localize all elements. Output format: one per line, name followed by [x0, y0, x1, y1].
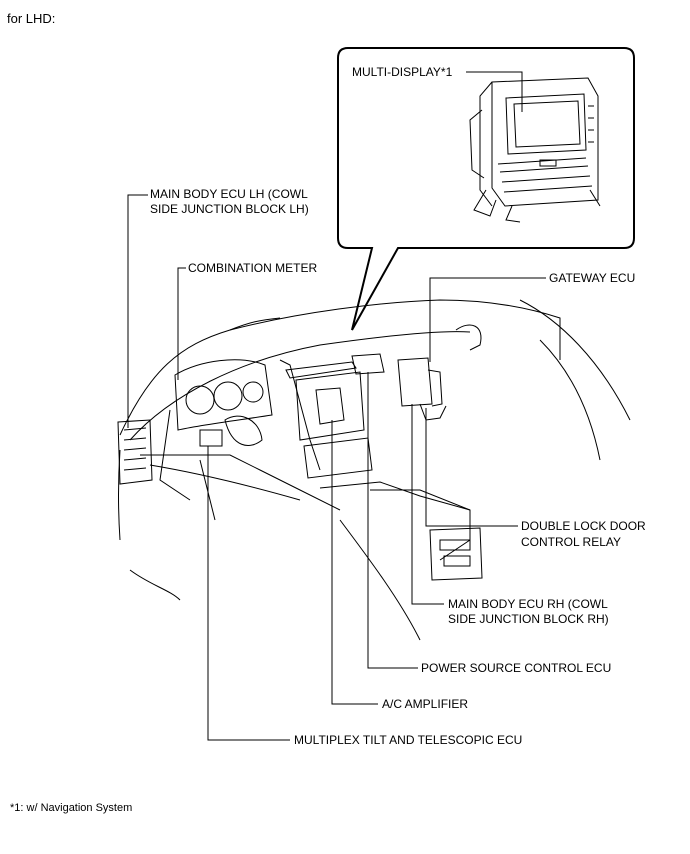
leader-ac-amplifier: [331, 420, 378, 705]
label-double-lock-relay-1: DOUBLE LOCK DOOR: [521, 519, 646, 533]
multi-display-callout-box: [337, 47, 635, 331]
label-multiplex-tilt-ecu: MULTIPLEX TILT AND TELESCOPIC ECU: [294, 733, 523, 747]
label-ac-amplifier: A/C AMPLIFIER: [382, 697, 469, 711]
ac-amplifier-shape: [315, 387, 345, 425]
power-source-ecu-shape: [351, 353, 385, 375]
main-body-ecu-lh-shape: [117, 419, 153, 485]
leader-combination-meter: [177, 267, 186, 380]
label-main-body-ecu-rh-2: SIDE JUNCTION BLOCK RH): [448, 612, 609, 626]
label-main-body-ecu-lh-1: MAIN BODY ECU LH (COWL: [150, 187, 308, 201]
label-gateway-ecu: GATEWAY ECU: [549, 271, 636, 285]
multiplex-tilt-ecu-shape: [199, 415, 263, 447]
leader-main-body-ecu-rh: [411, 404, 444, 605]
page-header: for LHD:: [7, 11, 56, 26]
leader-multiplex-tilt: [207, 446, 290, 741]
label-main-body-ecu-lh-2: SIDE JUNCTION BLOCK LH): [150, 202, 309, 216]
leader-gateway-ecu: [429, 277, 546, 362]
footnote: *1: w/ Navigation System: [10, 802, 133, 814]
leader-double-lock-relay: [425, 408, 518, 527]
leader-main-body-ecu-lh: [127, 194, 148, 428]
multi-display-unit: [469, 77, 601, 223]
label-double-lock-relay-2: CONTROL RELAY: [521, 535, 622, 549]
dashboard-outline: [118, 299, 631, 641]
label-multi-display: MULTI-DISPLAY*1: [352, 65, 453, 79]
label-main-body-ecu-rh-1: MAIN BODY ECU RH (COWL: [448, 597, 608, 611]
label-power-source-control-ecu: POWER SOURCE CONTROL ECU: [421, 661, 612, 675]
leader-power-source-ecu: [367, 372, 418, 669]
combination-meter-shape: [174, 359, 273, 431]
label-combination-meter: COMBINATION METER: [188, 261, 318, 275]
main-body-ecu-rh-shape: [397, 357, 447, 421]
